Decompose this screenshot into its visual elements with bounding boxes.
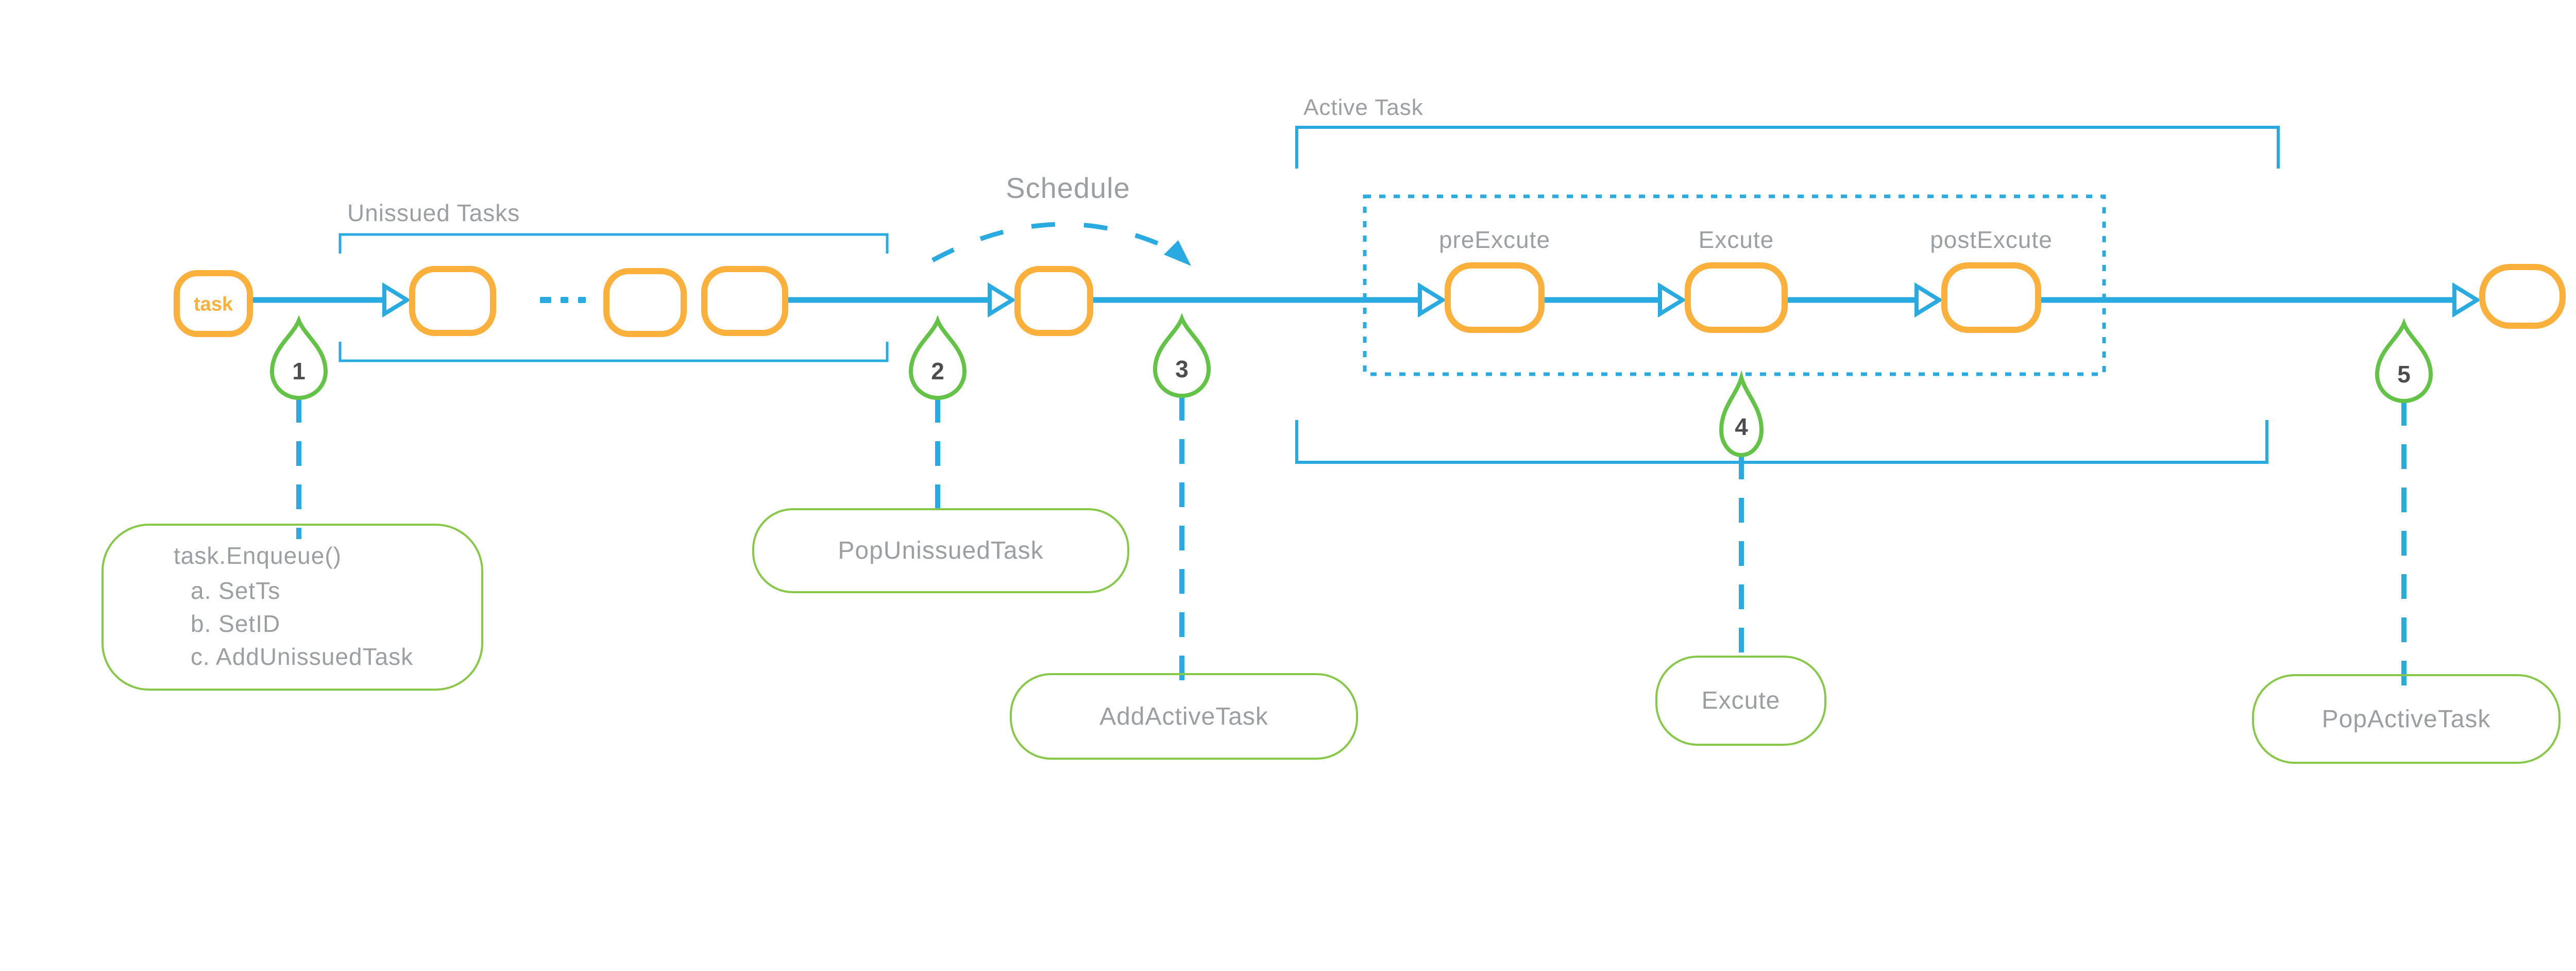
queue-ellipsis-icon (540, 297, 586, 303)
step-number-4: 4 (1735, 413, 1748, 440)
arrowhead-icon (1658, 282, 1687, 318)
note-excute-text: Excute (1701, 687, 1781, 714)
step-marker-2 (908, 315, 967, 400)
queue-node (603, 268, 687, 337)
note-box-add-active-task: AddActiveTask (1010, 673, 1358, 760)
note-box-pop-unissued-task: PopUnissuedTask (752, 508, 1129, 593)
unissued-tasks-bracket-top (338, 233, 889, 254)
step-number-5: 5 (2397, 361, 2411, 388)
schedule-dashed-arc (931, 222, 1181, 262)
arrowhead-icon (1418, 282, 1447, 318)
step-markers (269, 313, 2433, 458)
note-pop-active-task-text: PopActiveTask (2321, 705, 2491, 733)
unissued-tasks-bracket-bottom (338, 342, 889, 362)
postexcute-node (1941, 262, 2041, 333)
task-nodes (174, 262, 2566, 337)
note-box-task-enqueue (101, 524, 483, 691)
note-task-enqueue-item-c: c. AddUnissuedTask (191, 643, 414, 670)
note-task-enqueue-title: task.Enqueue() (174, 542, 342, 569)
postexcute-label: postExcute (1930, 226, 2053, 253)
step-number-1: 1 (292, 358, 306, 384)
excute-label: Excute (1698, 226, 1774, 253)
queue-node (409, 266, 496, 336)
arrowhead-icon (1914, 282, 1943, 318)
unissued-tasks-label: Unissued Tasks (347, 199, 520, 226)
active-task-bracket-bottom (1295, 420, 2268, 464)
active-task-dotted-box (1363, 194, 2106, 376)
arrowheads (382, 282, 2481, 318)
start-task-node-label: task (193, 293, 233, 315)
active-task-bracket-top (1295, 126, 2280, 169)
start-task-node (174, 270, 253, 337)
note-task-enqueue-item-a: a. SetTs (191, 577, 281, 604)
note-task-enqueue-item-b: b. SetID (191, 610, 281, 637)
arrowhead-icon (988, 282, 1016, 318)
schedule-arc-arrowhead-icon (1164, 240, 1191, 266)
note-pop-unissued-task-text: PopUnissuedTask (838, 537, 1044, 564)
schedule-label: Schedule (1006, 172, 1130, 204)
step-number-2: 2 (931, 358, 944, 384)
arrowhead-icon (2452, 282, 2481, 318)
step-marker-3 (1153, 313, 1211, 398)
step-marker-1 (269, 315, 328, 400)
step-marker-4 (1719, 370, 1764, 458)
step-number-3: 3 (1175, 356, 1189, 382)
preexcute-label: preExcute (1438, 226, 1551, 253)
step-marker-5 (2375, 318, 2433, 404)
note-box-pop-active-task: PopActiveTask (2252, 674, 2561, 764)
end-task-node (2479, 264, 2566, 329)
preexcute-node (1445, 262, 1545, 333)
schedule-node (1014, 266, 1093, 336)
active-task-label: Active Task (1303, 95, 1423, 120)
note-box-excute: Excute (1655, 656, 1826, 746)
arrowhead-icon (382, 282, 411, 318)
excute-node (1685, 262, 1788, 333)
note-add-active-task-text: AddActiveTask (1099, 702, 1268, 730)
callout-dashed-lines (296, 396, 2406, 691)
queue-node (701, 266, 788, 336)
